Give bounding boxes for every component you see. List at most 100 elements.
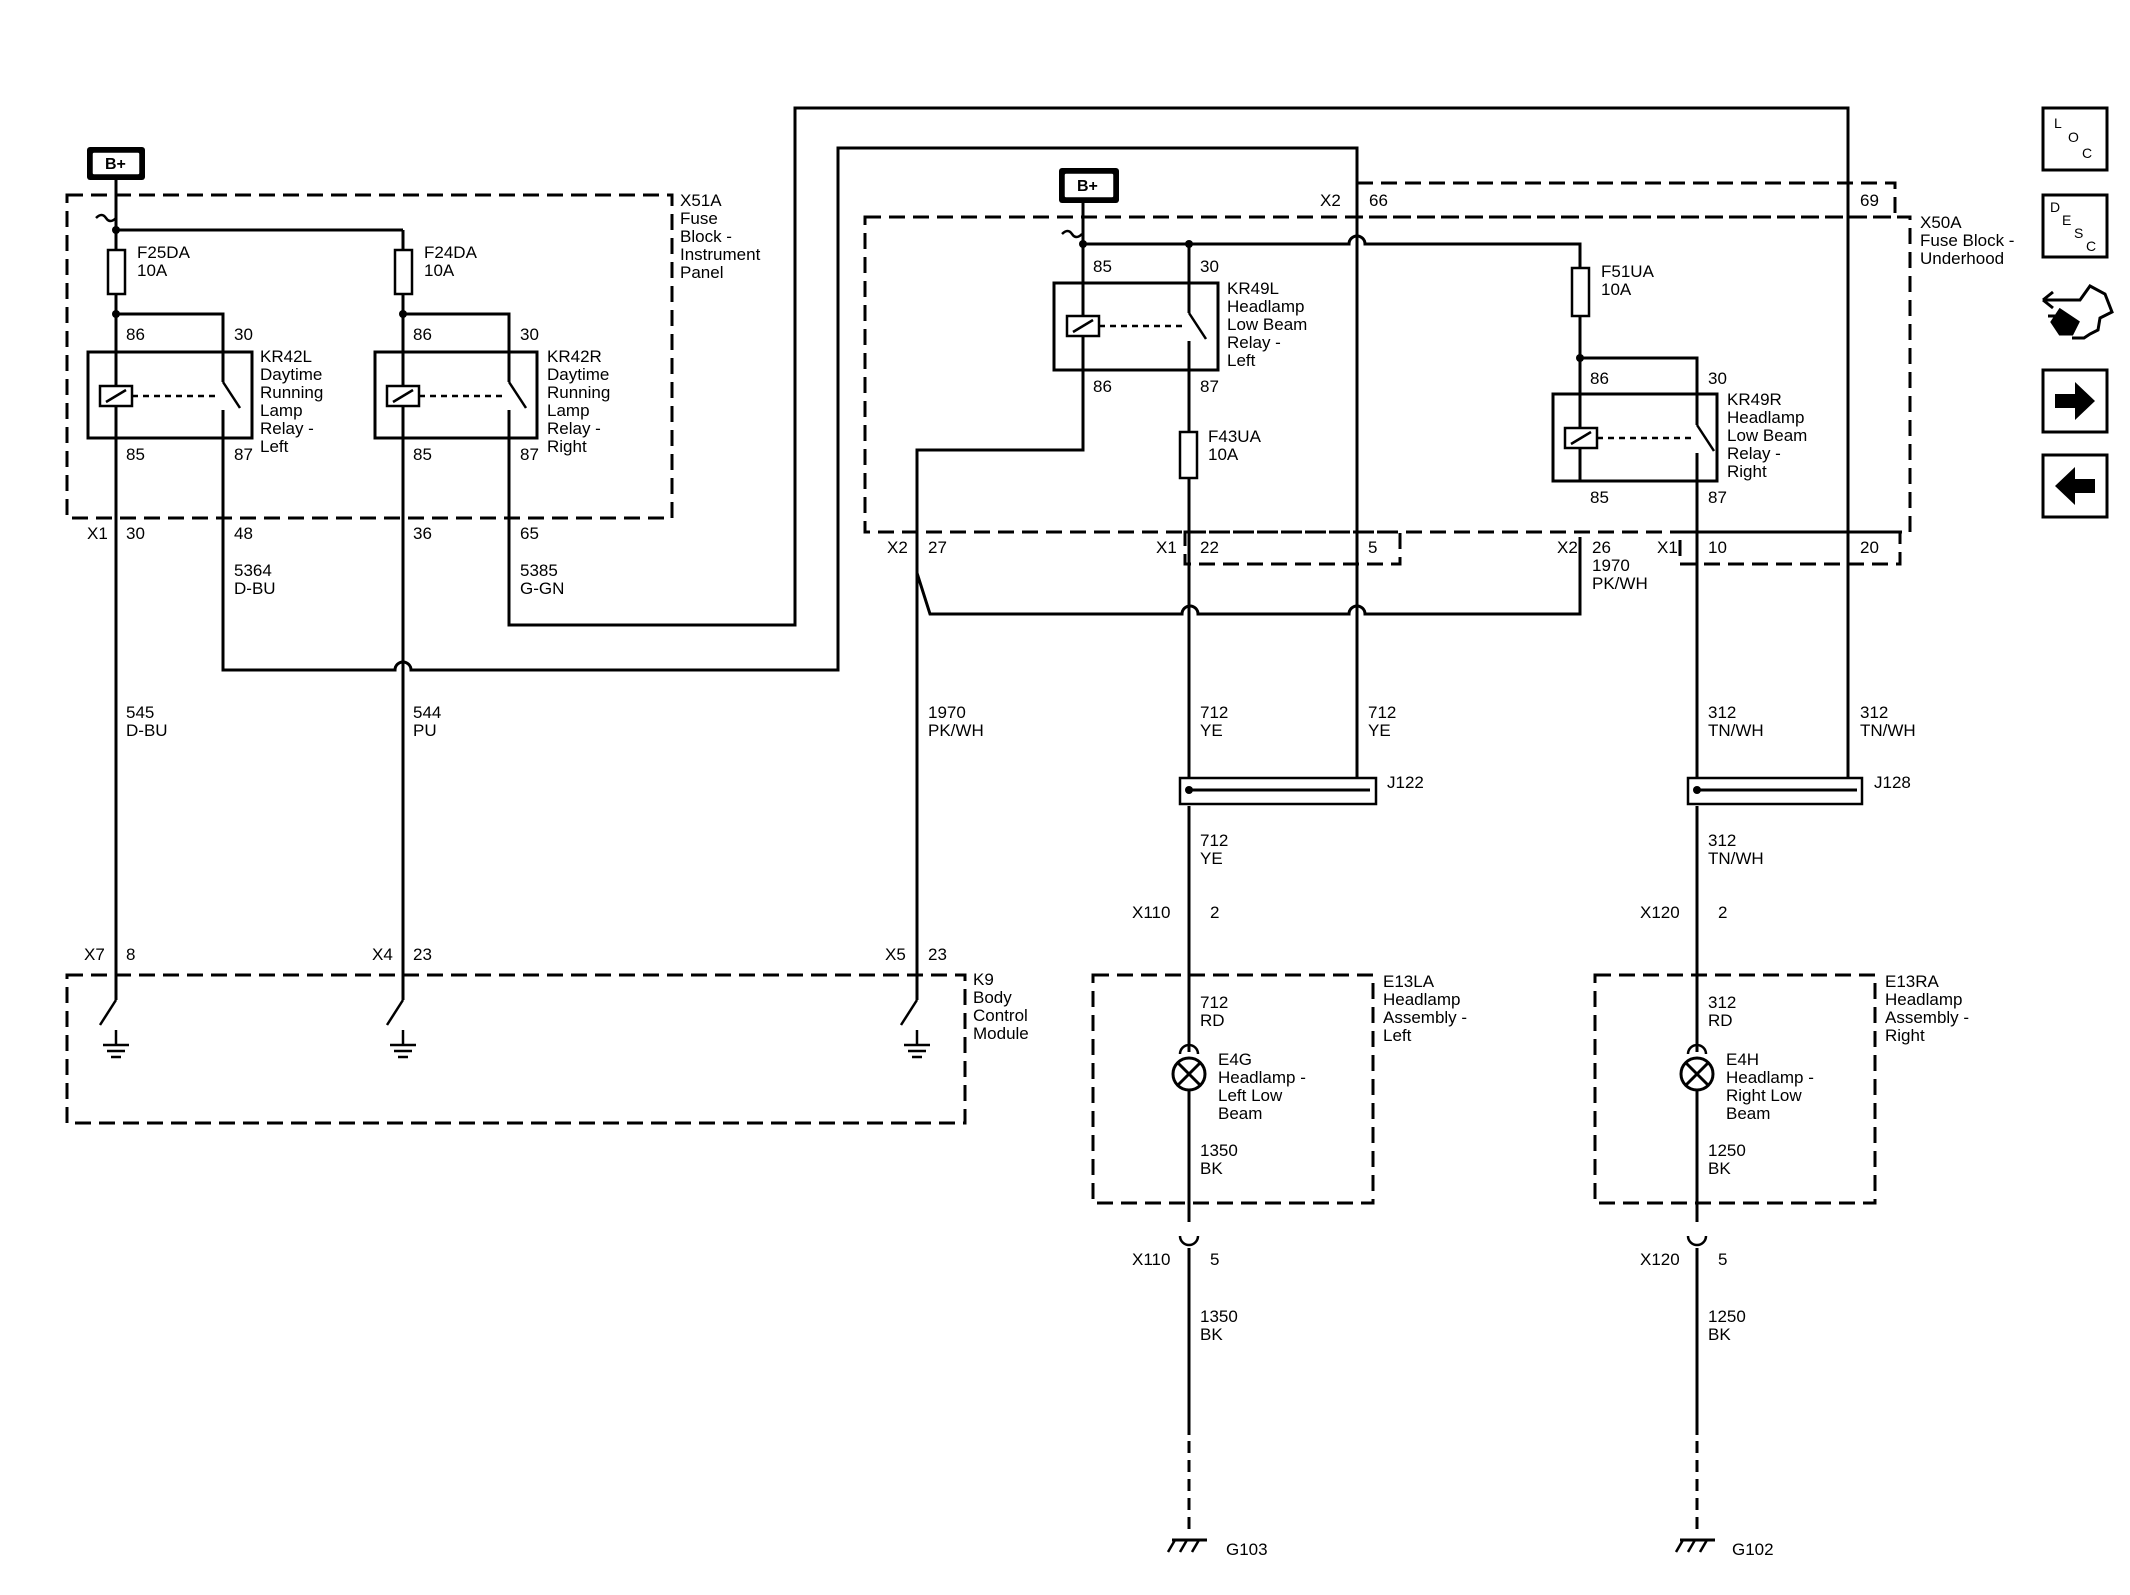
- e13ra-headlamp-assembly-boundary: [1593, 973, 1877, 1205]
- next-button[interactable]: [2041, 368, 2109, 434]
- svg-text:10: 10: [1708, 538, 1727, 557]
- svg-text:X2: X2: [1557, 538, 1578, 557]
- x51a-fuse-block-boundary: [65, 193, 674, 520]
- loc-button[interactable]: L O C: [2041, 106, 2109, 172]
- svg-text:86: 86: [413, 325, 432, 344]
- svg-text:85: 85: [126, 445, 145, 464]
- x50a-x1-right-connector-tab: [1678, 530, 1902, 566]
- x51a-connector-labels: X1 30 48 36 65: [87, 524, 539, 543]
- svg-text:L: L: [2054, 115, 2062, 131]
- svg-text:C: C: [2082, 145, 2092, 161]
- svg-text:65: 65: [520, 524, 539, 543]
- svg-text:48: 48: [234, 524, 253, 543]
- svg-text:30: 30: [520, 325, 539, 344]
- previous-button[interactable]: [2041, 453, 2109, 519]
- svg-text:5: 5: [1718, 1250, 1727, 1269]
- x50a-x2-connector-tab: [1355, 181, 1897, 219]
- svg-text:86: 86: [1590, 369, 1609, 388]
- left-section-junction-dots: [112, 226, 407, 318]
- svg-text:23: 23: [413, 945, 432, 964]
- svg-text:87: 87: [1200, 377, 1219, 396]
- arrow-left-icon: [2055, 467, 2095, 505]
- svg-text:20: 20: [1860, 538, 1879, 557]
- svg-text:X120: X120: [1640, 903, 1680, 922]
- svg-text:S: S: [2074, 225, 2083, 241]
- ground-g103: G103: [1166, 1441, 1268, 1559]
- svg-text:B+: B+: [105, 156, 126, 173]
- svg-text:X5: X5: [885, 945, 906, 964]
- arrow-right-icon: [2055, 382, 2095, 420]
- svg-text:E: E: [2062, 212, 2071, 228]
- svg-text:G102: G102: [1732, 1540, 1774, 1559]
- svg-text:85: 85: [1093, 257, 1112, 276]
- splice-j128: J128: [1686, 773, 1911, 806]
- component-wrench-icon[interactable]: [2042, 284, 2114, 340]
- e13la-headlamp-assembly-boundary: [1091, 973, 1375, 1205]
- svg-text:85: 85: [1590, 488, 1609, 507]
- battery-positive-mid: B+: [1059, 168, 1119, 203]
- svg-text:30: 30: [126, 524, 145, 543]
- svg-text:86: 86: [126, 325, 145, 344]
- svg-text:5: 5: [1210, 1250, 1219, 1269]
- ground-g102: G102: [1674, 1441, 1774, 1559]
- svg-text:2: 2: [1210, 903, 1219, 922]
- k9-body-control-module-boundary: [65, 973, 967, 1125]
- splice-j122: J122: [1178, 773, 1424, 806]
- svg-text:23: 23: [928, 945, 947, 964]
- svg-text:X2: X2: [887, 538, 908, 557]
- svg-text:B+: B+: [1077, 178, 1098, 195]
- svg-text:66: 66: [1369, 191, 1388, 210]
- svg-text:85: 85: [413, 445, 432, 464]
- k9-low-side-driver-x4: [385, 999, 416, 1059]
- k9-low-side-driver-x5: [899, 999, 930, 1059]
- svg-text:36: 36: [413, 524, 432, 543]
- svg-text:J128: J128: [1874, 773, 1911, 792]
- desc-button[interactable]: D E S C: [2041, 193, 2109, 259]
- x50a-connector-labels: X2 66 69 X2 27 X1 22 5 X2 26 X1 10 20: [887, 191, 1879, 557]
- svg-text:X1: X1: [87, 524, 108, 543]
- svg-text:X110: X110: [1132, 1250, 1170, 1269]
- svg-text:2: 2: [1718, 903, 1727, 922]
- svg-text:30: 30: [1708, 369, 1727, 388]
- left-section-wires: [95, 106, 1850, 1000]
- svg-text:X120: X120: [1640, 1250, 1680, 1269]
- middle-section-wires: [915, 203, 1850, 1435]
- svg-text:86: 86: [1093, 377, 1112, 396]
- svg-text:X1: X1: [1657, 538, 1678, 557]
- svg-text:X1: X1: [1156, 538, 1177, 557]
- svg-text:X7: X7: [84, 945, 105, 964]
- svg-text:87: 87: [520, 445, 539, 464]
- k9-low-side-driver-x7: [98, 999, 129, 1059]
- svg-text:30: 30: [1200, 257, 1219, 276]
- connector-x120-pin5: X120 5: [1640, 1235, 1727, 1269]
- k9-connector-labels: X7 8 X4 23 X5 23: [84, 945, 947, 964]
